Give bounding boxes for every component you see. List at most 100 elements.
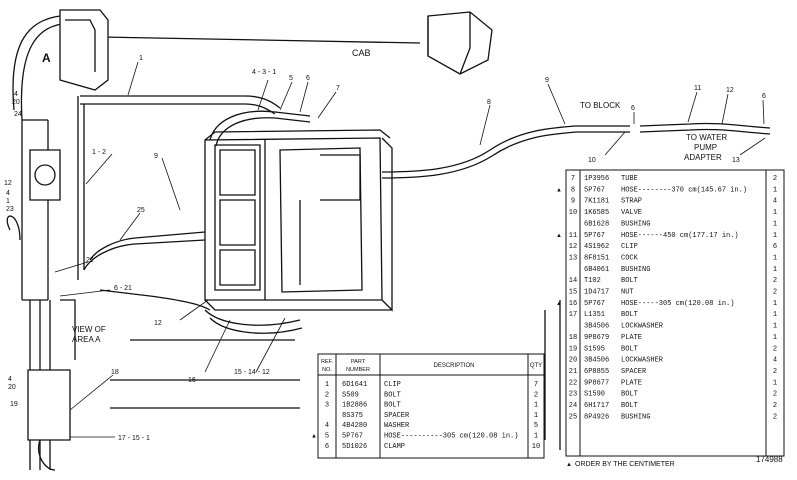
callout-c15: 9 [154, 153, 158, 160]
diagram-label-view-of: VIEW OF [72, 325, 106, 334]
callout-c2: 4 - 3 - 1 [252, 69, 276, 76]
row-ref: 15 [569, 289, 577, 297]
row-qty: 1 [773, 311, 777, 319]
row-ref: 24 [569, 402, 577, 410]
row-description: PLATE [621, 379, 642, 387]
row-description: CLAMP [384, 443, 405, 451]
row-qty: 7 [534, 381, 538, 389]
row-ref: 4 [325, 422, 329, 430]
diagram-label-area-a: A [42, 51, 51, 65]
row-description: SPACER [621, 368, 647, 376]
header-ref: REF. [321, 359, 333, 365]
callout-c9: 11 [694, 85, 701, 92]
row-qty: 1 [773, 254, 777, 262]
callout-c12: 10 [588, 157, 596, 164]
row-qty: 6 [773, 243, 777, 251]
row-description: HOSE-----305 cm(120.08 in.) [621, 300, 734, 308]
diagram-label-cab: CAB [352, 48, 371, 58]
row-description: HOSE--------370 cm(145.67 in.) [621, 186, 747, 194]
row-qty: 2 [773, 368, 777, 376]
row-ref: 12 [569, 243, 577, 251]
row-part-number: 5P767 [584, 232, 605, 240]
callout-c24: 4 [14, 91, 18, 98]
header-qty: QTY [530, 363, 542, 369]
row-qty: 1 [773, 379, 777, 387]
callout-c17: 22 [86, 257, 94, 264]
row-qty: 5 [534, 422, 538, 430]
row-description: CLIP [384, 381, 401, 389]
row-description: VALVE [621, 209, 642, 217]
row-ref: 7 [571, 175, 575, 183]
header-part: PART [351, 359, 366, 365]
row-part-number: T102 [584, 277, 601, 285]
callout-c30: 23 [6, 206, 14, 213]
row-qty: 2 [773, 413, 777, 421]
callout-c19: 12 [154, 320, 162, 327]
row-part-number: S1590 [584, 391, 605, 399]
row-qty: 1 [773, 232, 777, 240]
row-description: BOLT [621, 345, 638, 353]
row-qty: 2 [773, 345, 777, 353]
row-part-number: 8F8151 [584, 254, 609, 262]
row-part-number: L1351 [584, 311, 605, 319]
row-qty: 2 [773, 391, 777, 399]
row-qty: 1 [534, 412, 538, 420]
row-qty: 1 [534, 402, 538, 410]
header-no: NO. [322, 367, 332, 373]
row-part-number: 1B2886 [342, 402, 367, 410]
row-part-number: 6H1717 [584, 402, 609, 410]
row-ref: 11 [569, 232, 577, 240]
callout-c11: 6 [762, 93, 766, 100]
row-qty: 1 [773, 266, 777, 274]
row-ref: 21 [569, 368, 577, 376]
order-mark: ▲ [556, 233, 562, 239]
callout-c1: 1 [139, 55, 143, 62]
row-description: BOLT [384, 391, 401, 399]
row-part-number: 5P767 [342, 433, 363, 441]
row-qty: 1 [773, 186, 777, 194]
callout-c13: 13 [732, 157, 740, 164]
row-ref: 8 [571, 186, 575, 194]
header-description: DESCRIPTION [433, 363, 474, 369]
row-description: BOLT [384, 402, 401, 410]
row-ref: 25 [569, 413, 577, 421]
diagram-label-area-a-caption: AREA A [72, 335, 101, 344]
row-ref: 3 [325, 402, 329, 410]
callout-c27: 12 [4, 180, 12, 187]
row-description: BOLT [621, 391, 638, 399]
row-part-number: 6B1628 [584, 220, 609, 228]
row-ref: 14 [569, 277, 577, 285]
row-qty: 1 [534, 433, 538, 441]
row-description: BOLT [621, 277, 638, 285]
row-description: BUSHING [621, 413, 650, 421]
row-qty: 2 [773, 289, 777, 297]
callout-c6: 9 [545, 77, 549, 84]
row-qty: 4 [773, 357, 777, 365]
row-part-number: 4S1962 [584, 243, 609, 251]
row-part-number: 9P8679 [584, 334, 609, 342]
callout-c5: 7 [336, 85, 340, 92]
row-ref: 10 [569, 209, 577, 217]
row-description: BOLT [621, 311, 638, 319]
row-ref: 20 [569, 357, 577, 365]
row-description: HOSE------450 cm(177.17 in.) [621, 232, 739, 240]
callout-c18: 6 - 21 [114, 285, 132, 292]
row-part-number: S1595 [584, 345, 605, 353]
row-description: TUBE [621, 175, 638, 183]
row-part-number: 1P3956 [584, 175, 609, 183]
callout-c16: 25 [137, 207, 145, 214]
order-mark: ▲ [311, 434, 317, 440]
row-part-number: 3B4506 [584, 357, 609, 365]
header-number: NUMBER [346, 367, 370, 373]
row-part-number: 8P4926 [584, 413, 609, 421]
row-description: PLATE [621, 334, 642, 342]
row-part-number: 6B4061 [584, 266, 609, 274]
row-part-number: S509 [342, 391, 359, 399]
row-ref: 9 [571, 198, 575, 206]
diagram-label-to-block: TO BLOCK [580, 101, 621, 110]
row-part-number: 3B4506 [584, 323, 609, 331]
row-description: COCK [621, 254, 639, 262]
row-description: CLIP [621, 243, 638, 251]
order-mark: ▲ [556, 301, 562, 307]
row-part-number: 6P8855 [584, 368, 609, 376]
